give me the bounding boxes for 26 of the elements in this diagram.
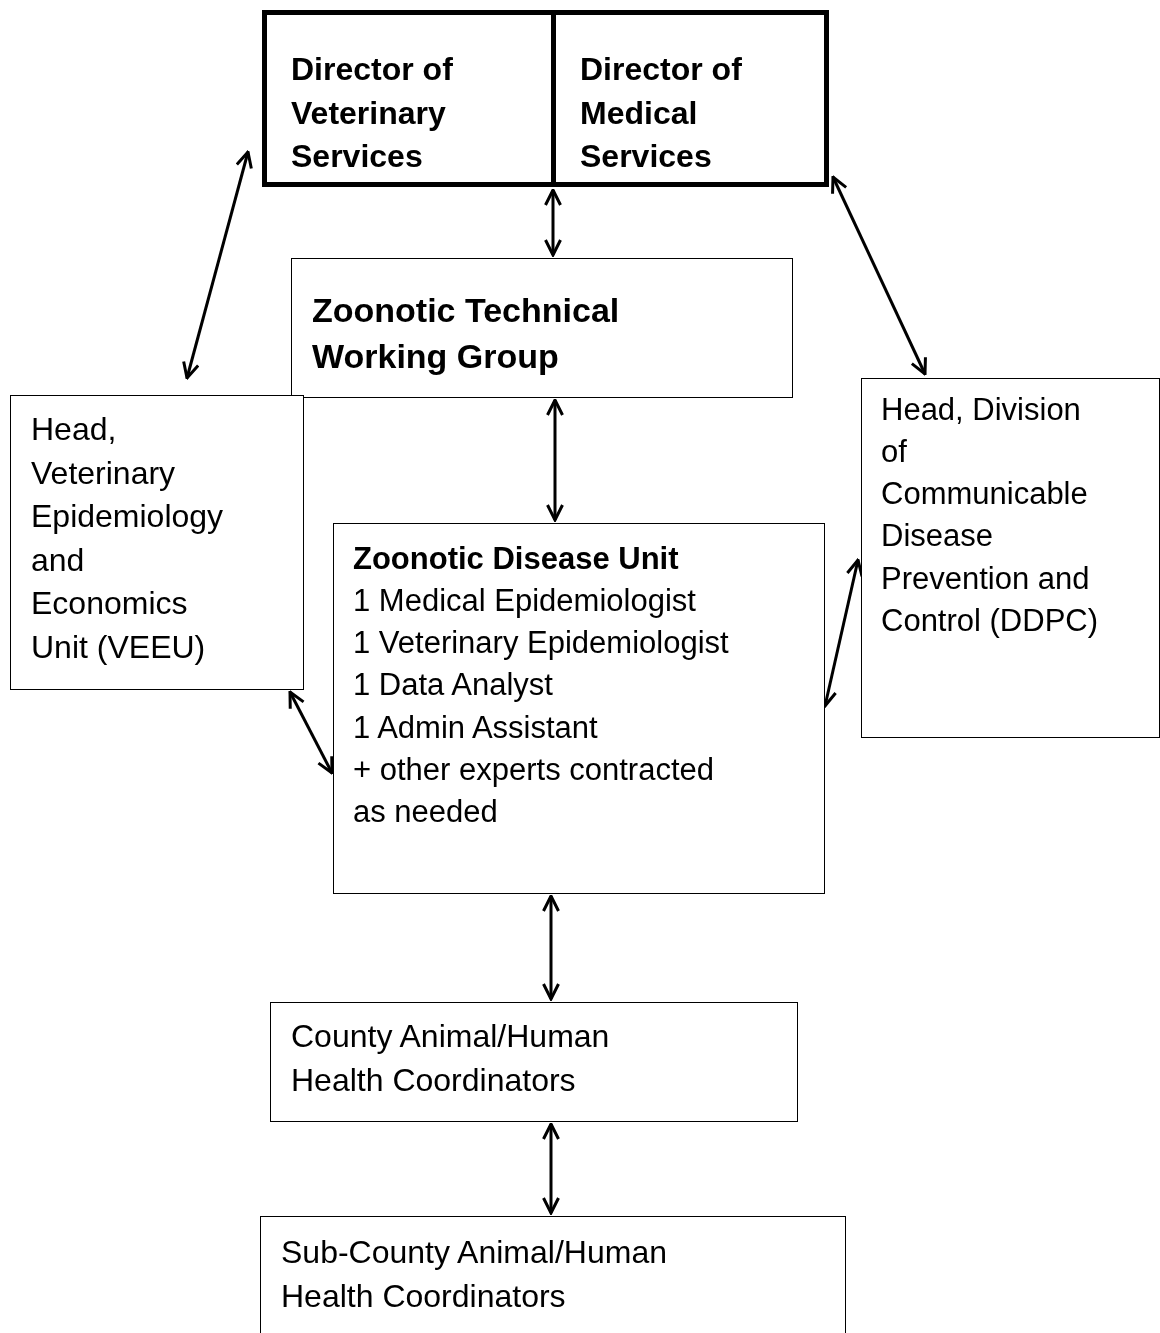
box-text: + other experts contracted as needed: [353, 750, 715, 831]
box-text: 1 Medical Epidemiologist: [353, 582, 697, 621]
box-heading: Director of Medical Services: [580, 50, 743, 177]
double-arrow: [182, 150, 253, 380]
org-box: [333, 523, 825, 894]
box-text: County Animal/Human Health Coordinators: [291, 1017, 611, 1100]
org-box: [10, 395, 304, 690]
box-text: Head, Division of Communicable Disease Prevention and Control (DDPC): [881, 391, 1100, 640]
box-text: Head, Veterinary Epidemiology and Economics Unit (VEEU): [31, 410, 225, 667]
box-text: Sub-County Animal/Human Health Coordinators: [281, 1233, 668, 1316]
box-text: 1 Veterinary Epidemiologist: [353, 624, 730, 663]
double-arrow: [546, 398, 564, 522]
org-box: [861, 378, 1160, 738]
double-arrow: [542, 1122, 560, 1215]
double-arrow: [544, 188, 562, 257]
org-box: [270, 1002, 798, 1122]
box-text: 1 Admin Assistant: [353, 708, 599, 747]
box-heading: Director of Veterinary Services: [291, 50, 454, 177]
org-box: [291, 258, 793, 398]
org-box: [260, 1216, 846, 1333]
double-arrow: [288, 690, 334, 775]
box-heading: Zoonotic Disease Unit: [353, 540, 680, 578]
box-text: 1 Data Analyst: [353, 666, 554, 705]
double-arrow: [831, 175, 927, 376]
box-heading: Zoonotic Technical Working Group: [312, 290, 621, 378]
double-arrow: [542, 894, 560, 1001]
